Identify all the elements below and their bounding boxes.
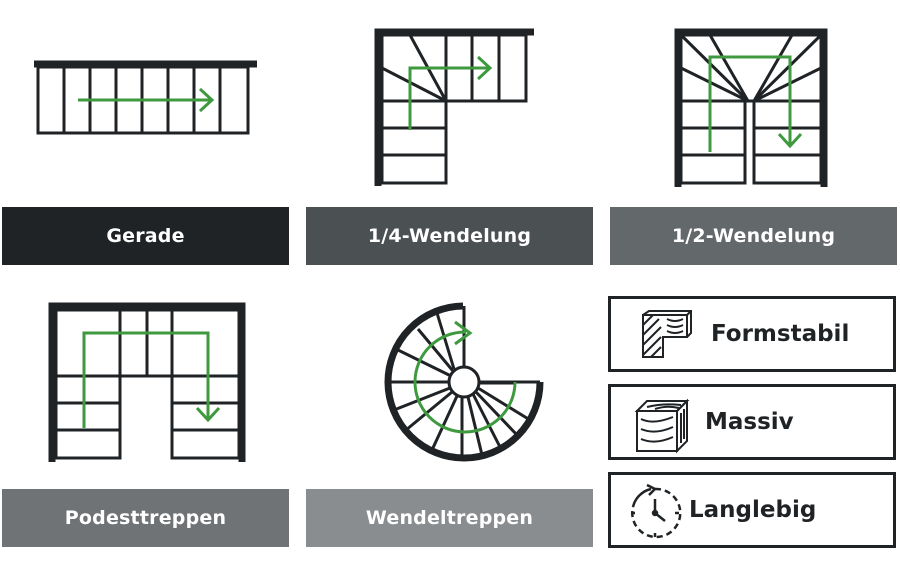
- wendeltreppen-label: Wendeltreppen: [365, 507, 534, 529]
- feature-formstabil: Formstabil: [608, 296, 896, 372]
- viertel-wendelung-label-bar: 1/4-Wendelung: [306, 207, 593, 265]
- gerade-label-bar: Gerade: [2, 207, 289, 265]
- formstabil-wood-profile-icon: [642, 310, 692, 358]
- podesttreppen-label: Podesttreppen: [64, 507, 227, 529]
- wendeltreppen-label-bar: Wendeltreppen: [306, 489, 593, 547]
- langlebig-clock-icon: [631, 483, 682, 539]
- halb-wendelung-label-bar: 1/2-Wendelung: [610, 207, 897, 265]
- halb-wendelung-label: 1/2-Wendelung: [671, 225, 836, 247]
- langlebig-label: Langlebig: [689, 497, 817, 523]
- massiv-wood-block-icon: [634, 398, 690, 454]
- feature-massiv: Massiv: [608, 384, 896, 460]
- podesttreppen-label-bar: Podesttreppen: [2, 489, 289, 547]
- formstabil-label: Formstabil: [711, 321, 850, 347]
- feature-langlebig: Langlebig: [608, 472, 896, 548]
- gerade-label: Gerade: [106, 225, 185, 247]
- viertel-wendelung-label: 1/4-Wendelung: [367, 225, 532, 247]
- massiv-label: Massiv: [705, 409, 794, 435]
